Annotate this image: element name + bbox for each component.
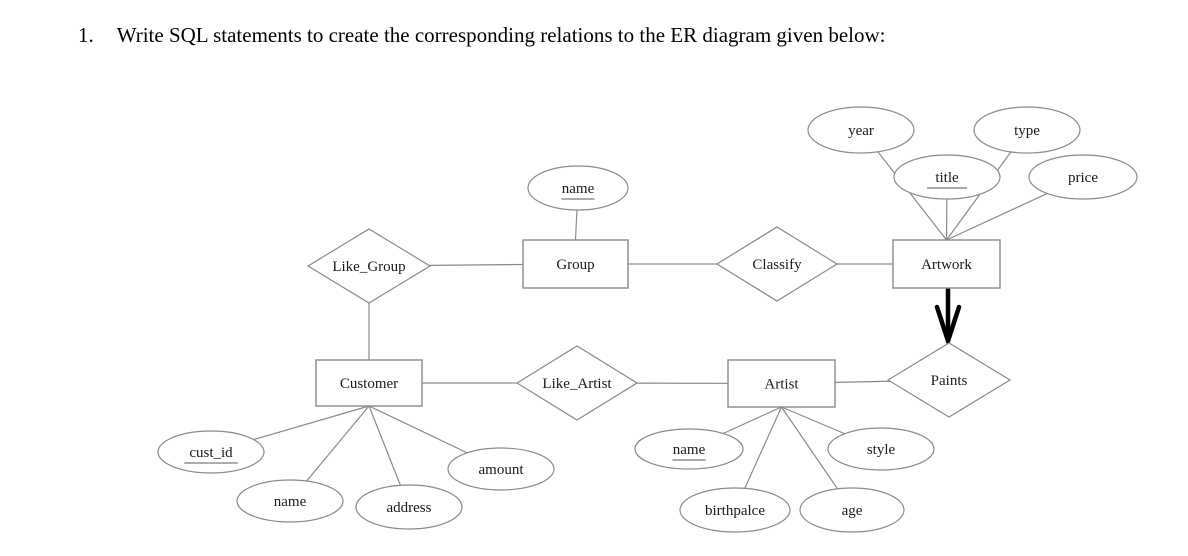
attribute-address-label: address xyxy=(387,500,432,516)
attribute-artist_name xyxy=(634,428,744,470)
attribute-cust_id-label: cust_id xyxy=(189,445,233,461)
attribute-age xyxy=(799,487,905,533)
attribute-style xyxy=(827,427,935,471)
entity-artist xyxy=(727,359,836,408)
attribute-year xyxy=(807,106,915,154)
entity-group-label: Group xyxy=(556,257,594,273)
entity-customer xyxy=(315,359,423,407)
attribute-birthpalce xyxy=(679,487,791,533)
attribute-birthpalce-label: birthpalce xyxy=(705,503,765,519)
relationship-classify-label: Classify xyxy=(752,257,802,273)
attribute-style-label: style xyxy=(867,442,896,458)
attribute-address xyxy=(355,484,463,530)
relationship-paints-label: Paints xyxy=(931,373,968,389)
attribute-amount-label: amount xyxy=(479,462,525,478)
attribute-title xyxy=(893,154,1001,200)
attribute-type-label: type xyxy=(1014,123,1040,139)
attribute-group_name xyxy=(527,165,629,211)
attribute-year-label: year xyxy=(848,123,874,139)
entity-artist-label: Artist xyxy=(764,377,799,393)
relationship-like_artist-label: Like_Artist xyxy=(542,376,612,392)
attribute-title-label: title xyxy=(935,170,959,186)
attribute-amount xyxy=(447,447,555,491)
entity-group xyxy=(522,239,629,289)
attribute-artist_name-label: name xyxy=(673,442,706,458)
relationship-paints xyxy=(886,342,1012,418)
relationship-classify xyxy=(715,226,839,302)
artwork-paints-arrow-head xyxy=(934,304,962,349)
question-heading: 1. Write SQL statements to create the co… xyxy=(78,23,886,48)
attribute-age-label: age xyxy=(842,503,863,519)
question-text: Write SQL statements to create the corre… xyxy=(116,23,886,47)
relationship-like_artist xyxy=(515,345,639,421)
attribute-price xyxy=(1028,154,1138,200)
attribute-customer_name xyxy=(236,479,344,523)
attribute-group_name-label: name xyxy=(562,181,595,197)
relationship-like_group xyxy=(306,228,432,304)
entity-artwork xyxy=(892,239,1001,289)
question-number: 1. xyxy=(78,23,94,47)
entity-customer-label: Customer xyxy=(340,376,398,392)
relationship-like_group-label: Like_Group xyxy=(332,259,405,275)
attribute-type xyxy=(973,106,1081,154)
attribute-customer_name-label: name xyxy=(274,494,307,510)
entity-artwork-label: Artwork xyxy=(921,257,972,273)
attribute-price-label: price xyxy=(1068,170,1098,186)
